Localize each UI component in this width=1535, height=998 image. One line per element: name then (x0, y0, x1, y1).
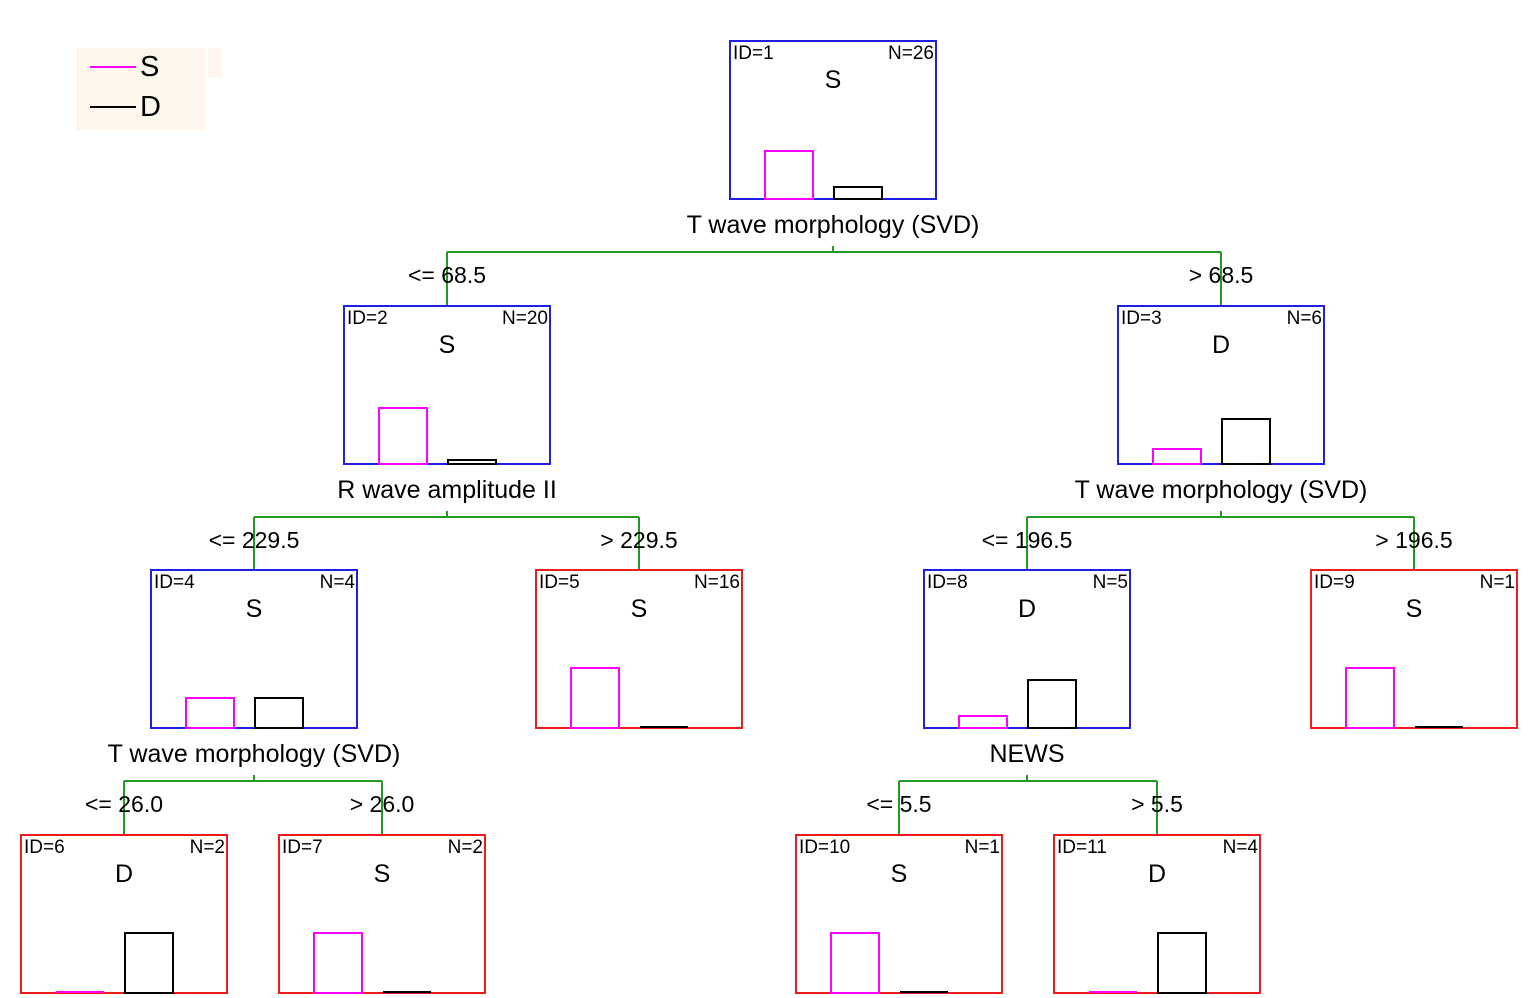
node-id-label-3: ID=3 (1121, 308, 1162, 329)
node-n-label-1: N=26 (888, 43, 934, 64)
bar-s-9 (1345, 667, 1395, 729)
bar-s-2 (378, 407, 428, 465)
node-n-label-7: N=2 (448, 837, 483, 858)
node-n-label-4: N=4 (320, 572, 356, 593)
legend-swatch-d (90, 106, 136, 108)
node-class-label-2: S (439, 331, 456, 359)
node-class-label-7: S (374, 860, 391, 888)
legend-swatch-s (90, 66, 136, 68)
branch-left-label-2: <= 229.5 (209, 527, 300, 553)
split-label-8: NEWS (990, 740, 1065, 768)
node-id-label-10: ID=10 (799, 837, 850, 858)
legend-label-s: S (140, 51, 160, 83)
branch-left-label-3: <= 196.5 (982, 527, 1073, 553)
node-n-label-11: N=4 (1223, 837, 1259, 858)
node-n-label-3: N=6 (1287, 308, 1322, 329)
branch-left-label-4: <= 26.0 (85, 791, 163, 817)
node-n-label-2: N=20 (502, 308, 548, 329)
node-id-label-8: ID=8 (927, 572, 968, 593)
node-class-label-8: D (1018, 595, 1036, 623)
bar-d-6 (124, 932, 174, 994)
node-id-label-7: ID=7 (282, 837, 323, 858)
tree-node-4: ID=4 N=4S T wave morphology (SVD) (108, 569, 401, 768)
split-label-3: T wave morphology (SVD) (1075, 476, 1368, 504)
branch-8: <= 5.5 > 5.5 (866, 775, 1183, 835)
tree-node-3: ID=3 N=6D T wave morphology (SVD) (1075, 305, 1368, 504)
branch-right-label-1: > 68.5 (1189, 262, 1254, 288)
tree-node-7: ID=7 N=2S (278, 834, 486, 994)
node-class-label-4: S (246, 595, 263, 623)
legend-tab (208, 48, 222, 78)
legend: S D (76, 48, 222, 130)
node-id-label-5: ID=5 (539, 572, 580, 593)
legend-item-s: S (90, 52, 159, 82)
node-class-label-9: S (1406, 595, 1423, 623)
tree-edges: <= 68.5 > 68.5 <= 229.5 > 229.5 <= 196.5 > 19… (85, 246, 1453, 835)
branch-left-label-1: <= 68.5 (408, 262, 486, 288)
node-class-label-5: S (631, 595, 648, 623)
branch-right-label-4: > 26.0 (350, 791, 415, 817)
bar-s-1 (764, 150, 814, 200)
branch-right-label-3: > 196.5 (1375, 527, 1452, 553)
node-n-label-9: N=1 (1480, 572, 1515, 593)
node-n-label-5: N=16 (694, 572, 740, 593)
node-box-7 (278, 834, 486, 994)
bar-s-7 (313, 932, 363, 994)
tree-node-2: ID=2 N=20S R wave amplitude II (337, 305, 557, 504)
node-n-label-6: N=2 (190, 837, 225, 858)
node-class-label-6: D (115, 860, 133, 888)
tree-node-1: ID=1 N=26S T wave morphology (SVD) (687, 40, 980, 239)
node-id-label-1: ID=1 (733, 43, 774, 64)
node-class-label-11: D (1148, 860, 1166, 888)
branch-4: <= 26.0 > 26.0 (85, 775, 414, 835)
node-id-label-11: ID=11 (1057, 837, 1107, 858)
bar-d-4 (254, 697, 304, 729)
branch-left-label-8: <= 5.5 (866, 791, 931, 817)
node-box-5 (535, 569, 743, 729)
bar-s-10 (830, 932, 880, 994)
branch-1: <= 68.5 > 68.5 (408, 246, 1253, 306)
node-n-label-10: N=1 (965, 837, 1000, 858)
tree-node-10: ID=10 N=1S (795, 834, 1003, 994)
tree-node-6: ID=6 N=2D (20, 834, 228, 994)
tree-node-11: ID=11 N=4D (1053, 834, 1261, 994)
tree-node-8: ID=8 N=5D NEWS (923, 569, 1131, 768)
bar-d-8 (1027, 679, 1077, 729)
node-class-label-10: S (891, 860, 908, 888)
bar-s-5 (570, 667, 620, 729)
node-id-label-4: ID=4 (154, 572, 195, 593)
node-class-label-3: D (1212, 331, 1230, 359)
tree-node-9: ID=9 N=1S (1310, 569, 1518, 729)
branch-3: <= 196.5 > 196.5 (982, 511, 1453, 570)
branch-right-label-2: > 229.5 (600, 527, 677, 553)
legend-item-d: D (90, 92, 161, 122)
split-label-1: T wave morphology (SVD) (687, 211, 980, 239)
node-id-label-9: ID=9 (1314, 572, 1355, 593)
split-label-4: T wave morphology (SVD) (108, 740, 401, 768)
bar-s-4 (185, 697, 235, 729)
branch-2: <= 229.5 > 229.5 (209, 511, 678, 570)
bar-d-3 (1221, 418, 1271, 465)
node-id-label-2: ID=2 (347, 308, 388, 329)
node-box-10 (795, 834, 1003, 994)
tree-node-5: ID=5 N=16S (535, 569, 743, 729)
node-n-label-8: N=5 (1093, 572, 1128, 593)
node-class-label-1: S (825, 66, 842, 94)
bar-d-11 (1157, 932, 1207, 994)
bar-d-1 (833, 186, 883, 200)
branch-right-label-8: > 5.5 (1131, 791, 1183, 817)
bar-s-8 (958, 715, 1008, 729)
node-box-1 (729, 40, 937, 200)
split-label-2: R wave amplitude II (337, 476, 557, 504)
bar-d-2 (447, 459, 497, 465)
bar-s-3 (1152, 448, 1202, 465)
node-id-label-6: ID=6 (24, 837, 65, 858)
node-box-9 (1310, 569, 1518, 729)
node-box-2 (343, 305, 551, 465)
legend-label-d: D (140, 91, 161, 123)
